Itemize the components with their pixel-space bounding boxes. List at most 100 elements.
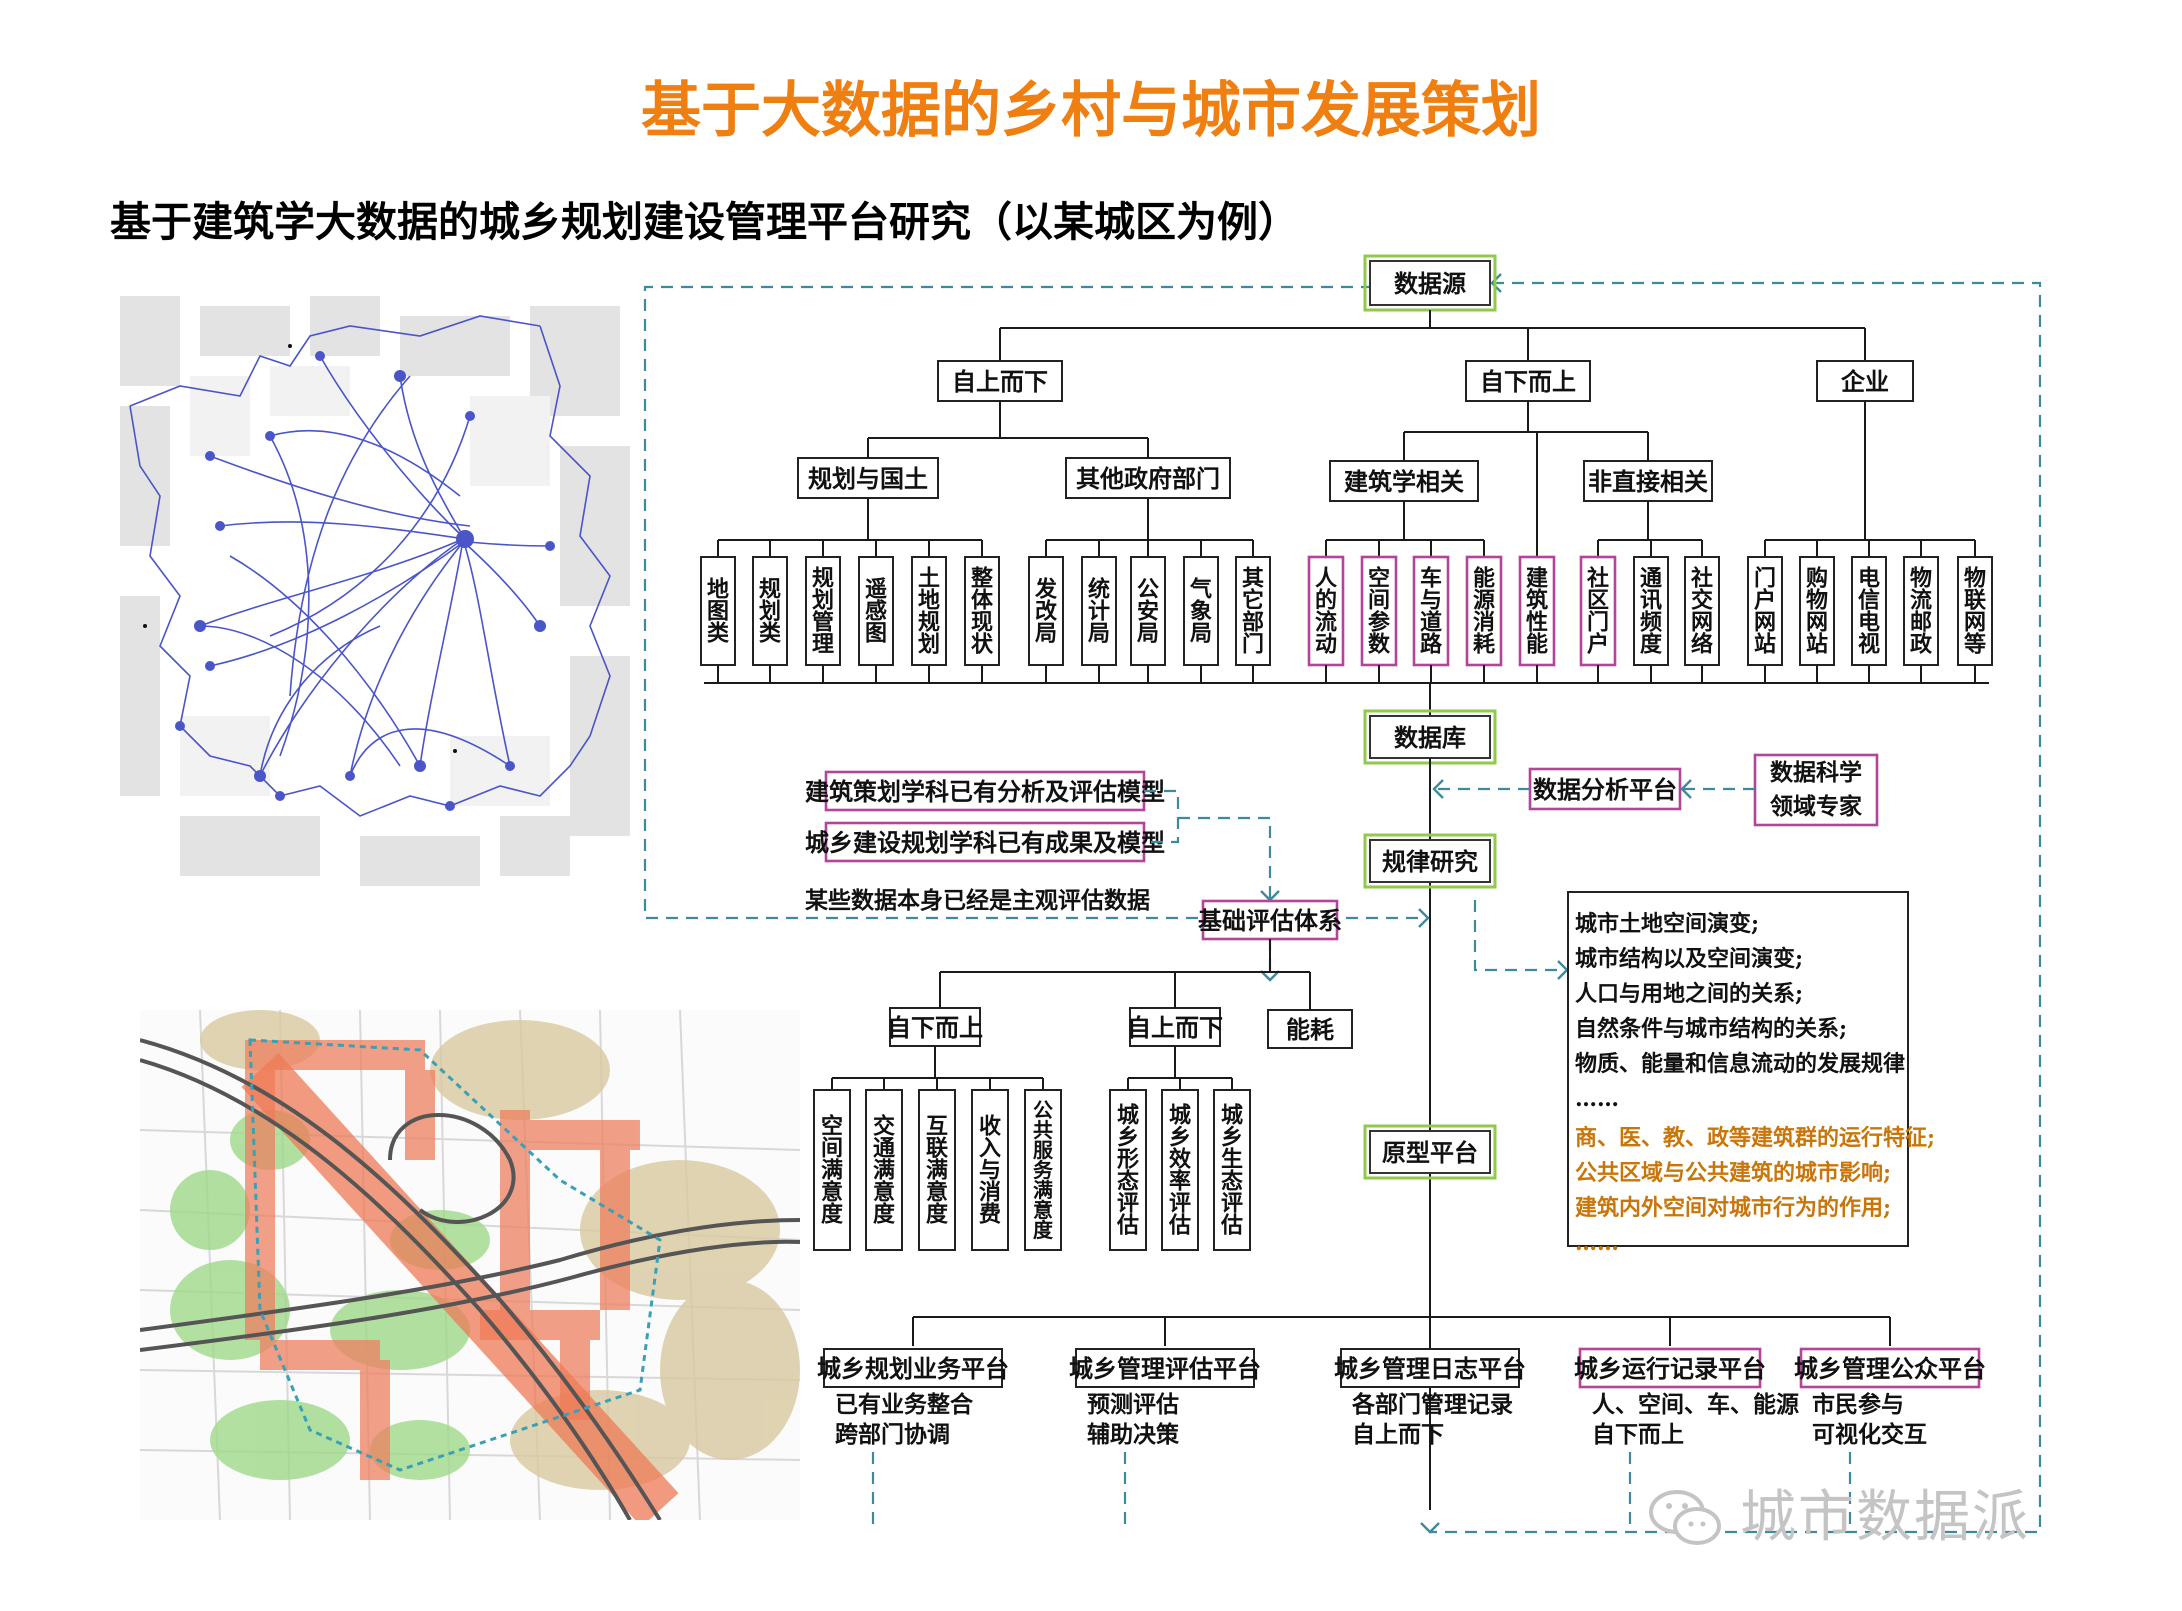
svg-text:城乡管理公众平台: 城乡管理公众平台 [1794, 1354, 1986, 1383]
svg-text:地: 地 [918, 588, 940, 614]
svg-text:间: 间 [1368, 588, 1390, 614]
svg-text:局: 局 [1137, 621, 1159, 647]
svg-text:意: 意 [926, 1180, 948, 1206]
research-item: 公共区域与公共建筑的城市影响; [1575, 1160, 1891, 1186]
research-item: …… [1575, 1086, 1619, 1112]
svg-text:体: 体 [971, 588, 994, 614]
arrow-platform-feedback [1420, 1522, 1440, 1534]
land-use-map-graphic [140, 1010, 800, 1520]
research-item: 物质、能量和信息流动的发展规律 [1575, 1051, 1905, 1077]
svg-text:络: 络 [1691, 632, 1713, 658]
svg-text:基础评估体系: 基础评估体系 [1198, 906, 1342, 935]
node-eval-top-down: 自上而下 [1127, 1007, 1223, 1047]
node-existing-result: 城乡建设规划学科已有成果及模型 [805, 821, 1165, 863]
svg-text:度: 度 [873, 1202, 896, 1228]
svg-text:估: 估 [1220, 1213, 1243, 1239]
svg-text:网: 网 [1754, 610, 1776, 636]
research-item: 城市土地空间演变; [1575, 911, 1759, 937]
platform-desc-4-b: 可视化交互 [1812, 1421, 1927, 1448]
svg-text:划: 划 [812, 588, 834, 614]
svg-text:筑: 筑 [1526, 588, 1548, 614]
svg-text:户: 户 [1587, 632, 1609, 658]
svg-text:车: 车 [1420, 566, 1442, 592]
node-analysis-platform: 数据分析平台 [1528, 767, 1682, 811]
svg-text:规律研究: 规律研究 [1382, 847, 1478, 876]
watermark: 城市数据派 [1740, 1485, 2030, 1550]
feedback-loop-right [1430, 281, 2042, 1534]
research-item: 建筑内外空间对城市行为的作用; [1575, 1195, 1891, 1221]
svg-text:电: 电 [1858, 566, 1880, 592]
leaf-gov-leaf-0: 发改局 [1028, 556, 1064, 666]
platform-desc-1-b: 辅助决策 [1087, 1421, 1180, 1448]
platform-desc-4-a: 市民参与 [1812, 1391, 1904, 1418]
research-item: 自然条件与城市结构的关系; [1575, 1016, 1847, 1042]
arrow-science [1680, 779, 1692, 799]
svg-text:自上而下: 自上而下 [952, 367, 1048, 396]
svg-text:网: 网 [1964, 610, 1986, 636]
svg-text:它: 它 [1242, 588, 1264, 614]
platform-desc-1-a: 预测评估 [1087, 1391, 1179, 1418]
node-law-research: 规律研究 [1363, 833, 1497, 889]
svg-text:统: 统 [1088, 577, 1110, 603]
svg-text:估: 估 [1116, 1213, 1139, 1239]
svg-text:购: 购 [1806, 566, 1828, 592]
svg-text:人: 人 [1315, 566, 1337, 592]
node-platform-2: 城乡管理日志平台 [1334, 1348, 1526, 1388]
svg-text:与: 与 [1420, 588, 1442, 614]
svg-text:度: 度 [821, 1202, 844, 1228]
svg-text:城: 城 [1169, 1103, 1191, 1129]
research-item: 商、医、教、政等建筑群的运行特征; [1575, 1125, 1935, 1151]
svg-text:公: 公 [1033, 1098, 1053, 1122]
svg-text:门: 门 [1754, 566, 1776, 592]
svg-text:社: 社 [1691, 566, 1713, 592]
svg-text:类: 类 [759, 621, 782, 647]
svg-text:乡: 乡 [1169, 1125, 1191, 1151]
svg-text:满: 满 [1033, 1178, 1053, 1202]
platform-desc-2-b: 自上而下 [1352, 1421, 1444, 1448]
svg-text:满: 满 [821, 1158, 843, 1184]
platform-desc-0-b: 跨部门协调 [835, 1421, 950, 1448]
svg-text:空: 空 [821, 1114, 843, 1140]
svg-text:其: 其 [1242, 566, 1264, 592]
svg-text:建筑策划学科已有分析及评估模型: 建筑策划学科已有分析及评估模型 [805, 777, 1165, 806]
node-indirect: 非直接相关 [1583, 460, 1713, 502]
svg-text:自下而上: 自下而上 [1480, 367, 1576, 396]
svg-text:管: 管 [812, 610, 834, 636]
svg-text:度: 度 [926, 1202, 949, 1228]
svg-text:联: 联 [1964, 588, 1986, 614]
svg-text:评: 评 [1169, 1191, 1191, 1217]
svg-text:道: 道 [1420, 610, 1442, 636]
svg-text:发: 发 [1034, 577, 1058, 603]
svg-text:通: 通 [1640, 566, 1662, 592]
node-energy: 能耗 [1267, 1009, 1353, 1049]
svg-text:的: 的 [1315, 588, 1337, 614]
trajectory-map-graphic [120, 296, 630, 886]
svg-text:部: 部 [1242, 610, 1264, 636]
svg-text:数据分析平台: 数据分析平台 [1533, 775, 1677, 804]
leaf-plan-leaf-1: 规划类 [752, 556, 788, 666]
arrow-analysis [1432, 779, 1444, 799]
svg-text:领域专家: 领域专家 [1770, 793, 1862, 820]
platform-desc-0-a: 已有业务整合 [835, 1391, 974, 1418]
research-item: 城市结构以及空间演变; [1575, 946, 1803, 972]
svg-text:改: 改 [1035, 599, 1058, 625]
svg-text:原型平台: 原型平台 [1382, 1138, 1478, 1167]
subjective-data-loop [643, 285, 1430, 920]
svg-text:局: 局 [1190, 621, 1212, 647]
node-other-gov: 其他政府部门 [1065, 457, 1231, 499]
svg-text:安: 安 [1137, 599, 1159, 625]
svg-text:信: 信 [1858, 588, 1880, 614]
svg-text:企业: 企业 [1841, 367, 1889, 396]
